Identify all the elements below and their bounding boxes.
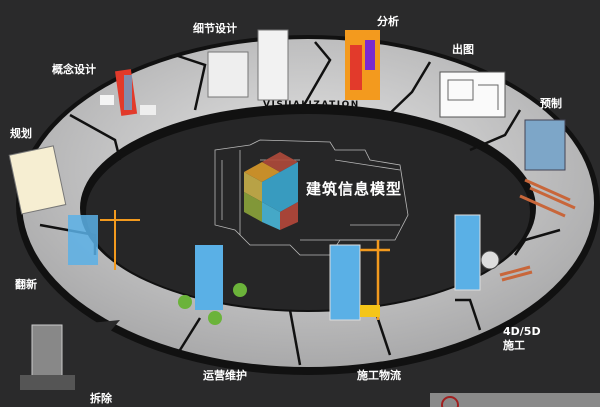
drawings-illustration — [439, 71, 506, 118]
renovation-illustration — [68, 210, 140, 270]
stage-prefab[interactable]: 预制 — [540, 97, 562, 110]
demolition-illustration — [20, 324, 75, 390]
stage-demolition[interactable]: 拆除 — [90, 392, 112, 405]
stage-planning[interactable]: 规划 — [10, 127, 32, 140]
stage-construction-line2: 施工 — [503, 339, 525, 352]
stage-construction[interactable]: 4D/5D 施工 — [503, 325, 541, 353]
construction-illustration — [454, 214, 533, 291]
bim-cube-logo — [244, 152, 298, 230]
visualization-caption: VISUALIZATION — [263, 100, 360, 110]
prefab-illustration — [519, 119, 576, 218]
analysis-illustration — [345, 30, 380, 100]
center-title: 建筑信息模型 — [306, 180, 403, 198]
stage-logistics[interactable]: 施工物流 — [357, 369, 401, 382]
concept-design-illustration — [100, 69, 156, 116]
logistics-illustration — [329, 240, 390, 321]
operation-illustration — [178, 245, 247, 325]
stage-renovation[interactable]: 翻新 — [15, 278, 37, 291]
stage-operation[interactable]: 运营维护 — [203, 369, 247, 382]
stage-analysis[interactable]: 分析 — [377, 15, 399, 28]
logo-watermark — [430, 393, 600, 407]
planning-illustration — [8, 145, 67, 215]
stage-drawings[interactable]: 出图 — [452, 43, 474, 56]
stage-detail-design[interactable]: 细节设计 — [193, 22, 237, 35]
stage-construction-line1: 4D/5D — [503, 325, 541, 338]
detail-design-illustration — [207, 29, 289, 101]
stage-concept-design[interactable]: 概念设计 — [52, 63, 96, 76]
